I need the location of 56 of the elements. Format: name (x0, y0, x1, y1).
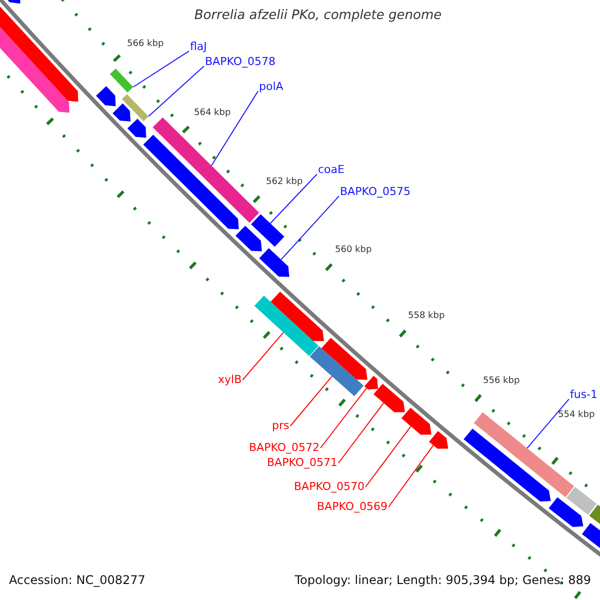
title: Borrelia afzelii PKo, complete genome (193, 9, 443, 24)
gene-label: prs (272, 420, 290, 432)
gene-label: fus-1 (570, 389, 598, 402)
gene-bar (364, 376, 378, 390)
gene-bar (401, 408, 432, 435)
tick-label: 558 kbp (408, 312, 445, 322)
leader-line (320, 388, 367, 448)
gene-bar (464, 428, 551, 502)
leader-line (242, 332, 284, 380)
tick-label: 564 kbp (194, 109, 231, 119)
gene-label: BAPKO_0572 (249, 442, 320, 454)
gene-bar (310, 346, 364, 396)
gene-bar (236, 226, 262, 252)
gene-bar (374, 384, 405, 412)
tick-label: 566 kbp (127, 40, 164, 50)
gene-label: xylB (218, 374, 242, 386)
gene-label: coaE (318, 164, 344, 176)
tick-label: 554 kbp (558, 411, 595, 421)
leader-line (211, 90, 258, 166)
tick-label: 562 kbp (266, 178, 303, 188)
gene-bar (548, 497, 584, 527)
gene-bar (110, 68, 134, 92)
gene-label: BAPKO_0569 (317, 501, 388, 514)
gene-bar (474, 412, 574, 498)
gene-bar (143, 134, 239, 230)
gene-bar (96, 86, 116, 106)
gene-label: BAPKO_0571 (267, 457, 338, 470)
gene-bar (0, 4, 78, 102)
gene-bar (429, 431, 448, 449)
gene-bar (321, 338, 368, 380)
gene-bar (112, 103, 130, 122)
leader-line (338, 402, 384, 464)
leader-line (526, 398, 570, 449)
gene-bar (122, 94, 148, 122)
gene-label: BAPKO_0578 (205, 56, 276, 68)
tick-label: 556 kbp (483, 377, 520, 387)
gene-bar (566, 486, 597, 515)
leader-line (270, 174, 318, 224)
leader-line (280, 196, 340, 260)
tick-label: 560 kbp (335, 246, 372, 256)
gene-label: flaJ (190, 41, 207, 54)
gene-label: BAPKO_0570 (294, 481, 364, 494)
footer-text: Topology: linear; Length: 905,394 bp; Genes: 889 (294, 574, 591, 588)
leader-line (132, 50, 190, 88)
leader-line (365, 426, 412, 488)
gene-bar (270, 292, 324, 342)
gene-bar (254, 296, 319, 356)
gene-bar (251, 214, 284, 247)
footer-text: Accession: NC_008277 (9, 574, 146, 588)
gene-bar (127, 118, 146, 138)
gene-label: polA (259, 81, 284, 94)
gene-bar (259, 248, 290, 277)
leader-line (290, 376, 332, 426)
gene-label: BAPKO_0575 (340, 186, 410, 198)
leader-line (388, 444, 434, 508)
gene-bar (152, 117, 260, 223)
